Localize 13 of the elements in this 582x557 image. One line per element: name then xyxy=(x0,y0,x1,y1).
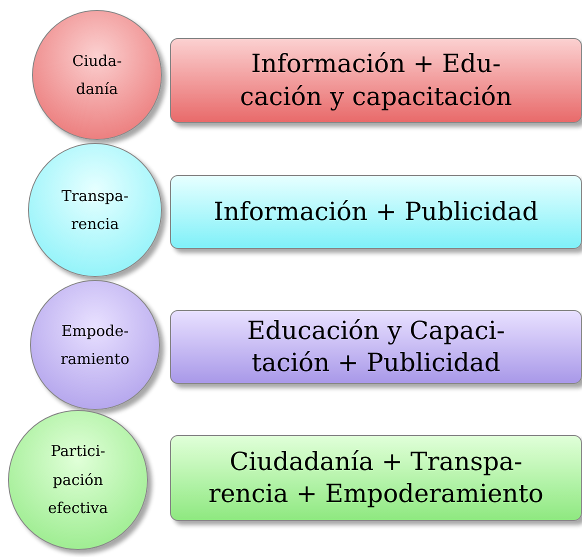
concept-circle xyxy=(8,410,148,550)
description-text: Educación y Capaci- tación + Publicidad xyxy=(246,314,506,379)
description-text: Información + Edu- cación y capacitación xyxy=(239,48,513,112)
description-text: Información + Publicidad xyxy=(212,196,540,228)
description-box xyxy=(170,175,582,249)
description-box xyxy=(170,310,582,384)
concept-label: Transpa- rencia xyxy=(60,186,130,235)
description-box xyxy=(170,435,582,521)
description-text: Ciudadanía + Transpa- rencia + Empoderamiento xyxy=(208,446,544,510)
concept-label: Empode- ramiento xyxy=(60,320,130,370)
concept-label: Partici- pación efectiva xyxy=(47,441,109,520)
description-box xyxy=(170,38,582,123)
concept-label: Ciuda- danía xyxy=(71,50,123,100)
